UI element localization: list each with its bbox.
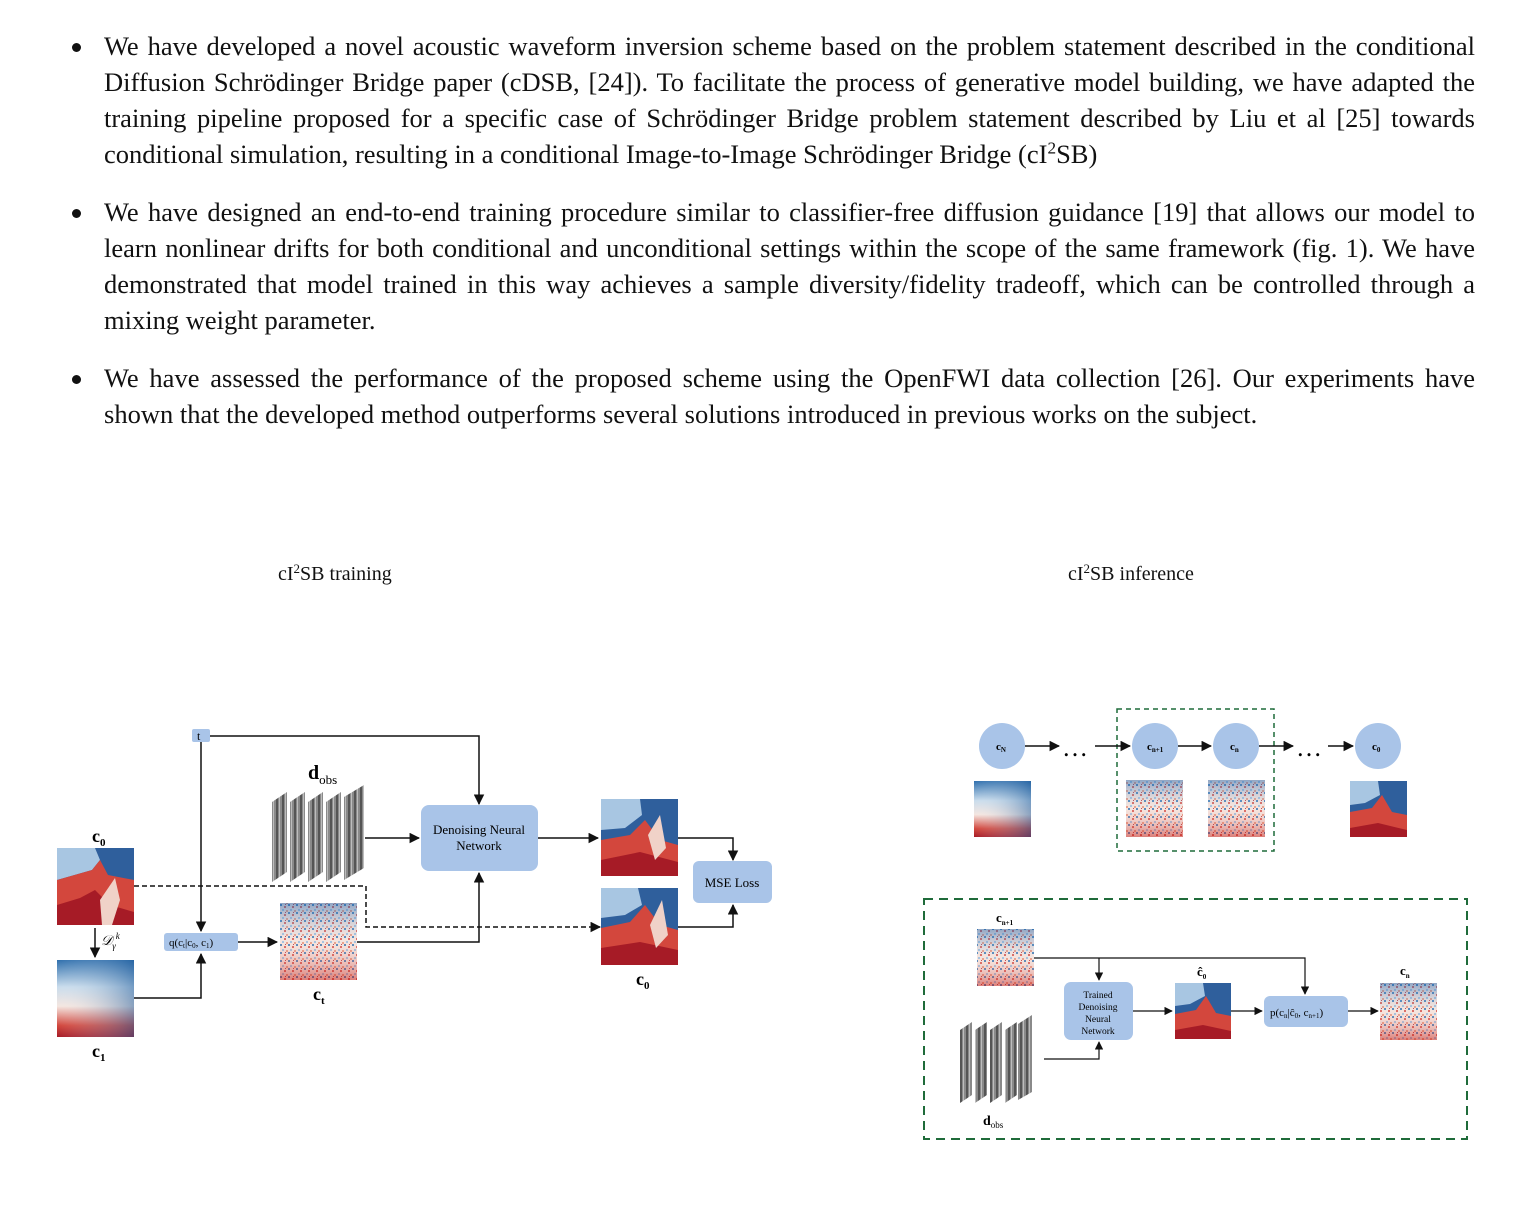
inference-d-obs-label: dobs bbox=[983, 1114, 1004, 1130]
trained-network-line: Trained bbox=[1083, 991, 1112, 1001]
c0hat-label: ĉ0 bbox=[1197, 964, 1207, 981]
bullet-item: We have designed an end-to-end training … bbox=[70, 194, 1475, 338]
svg-text:c0: c0 bbox=[1372, 741, 1381, 754]
highlight-dashed-box bbox=[1116, 708, 1275, 852]
c1-velocity-image bbox=[57, 960, 134, 1037]
c1-label: c1 bbox=[92, 1041, 106, 1064]
step-detail-dashed-box bbox=[923, 898, 1468, 1140]
cn1-noisy-image bbox=[977, 929, 1034, 986]
inference-title: cI2SB inference bbox=[1068, 560, 1194, 585]
svg-text:cn+1: cn+1 bbox=[1147, 741, 1164, 754]
t-to-network-line bbox=[210, 735, 485, 806]
trained-network-line: Neural bbox=[1085, 1015, 1111, 1025]
chain-dots: … bbox=[1296, 733, 1322, 762]
svg-text:cn: cn bbox=[1230, 741, 1239, 754]
chain-dots: … bbox=[1062, 733, 1088, 762]
c1-to-q-line bbox=[134, 952, 207, 999]
bullet-dot bbox=[72, 43, 81, 52]
cn-label: cn bbox=[1400, 963, 1410, 980]
d-gamma-label: 𝒟γk bbox=[101, 931, 121, 951]
inference-d-obs-stack bbox=[960, 1015, 1032, 1103]
t-label: t bbox=[197, 729, 201, 743]
chain-image-noisy-n bbox=[1208, 780, 1265, 837]
training-title: cI2SB training bbox=[278, 560, 392, 585]
ct-noisy-image bbox=[280, 903, 357, 980]
chain-image-smooth bbox=[974, 781, 1031, 837]
chain-node-cn1: cn+1 bbox=[1132, 723, 1178, 769]
c0-label-left: c0 bbox=[92, 826, 106, 849]
bullet-dot bbox=[72, 209, 81, 218]
p-label: p(cn|ĉ0, cn+1) bbox=[1270, 1007, 1323, 1020]
cn1-label: cn+1 bbox=[996, 910, 1014, 927]
dobs-to-network-line bbox=[1044, 1041, 1104, 1060]
bullet-item: We have assessed the performance of the … bbox=[70, 360, 1475, 432]
denoising-network-label-1: Denoising Neural bbox=[433, 822, 525, 837]
c0-to-q-line bbox=[134, 885, 602, 933]
prediction-to-mse-line bbox=[678, 837, 739, 862]
bullet-dot bbox=[72, 375, 81, 384]
bullet-text: We have designed an end-to-end training … bbox=[104, 197, 1475, 335]
d-obs-label: dobs bbox=[308, 762, 337, 787]
chain-image-noisy-n1 bbox=[1126, 780, 1183, 837]
chain-node-cN: cN bbox=[979, 723, 1025, 769]
target-c0-image bbox=[601, 888, 678, 965]
ct-label: ct bbox=[313, 984, 325, 1007]
chain-node-cn: cn bbox=[1213, 723, 1259, 769]
t-box bbox=[192, 729, 210, 742]
chain-node-c0: c0 bbox=[1355, 723, 1401, 769]
trained-network-line: Network bbox=[1081, 1027, 1114, 1037]
q-label: q(ct|c0, c1) bbox=[169, 937, 213, 950]
p-sampling-box bbox=[1264, 996, 1348, 1027]
target-to-mse-line bbox=[678, 903, 739, 928]
mse-loss-label: MSE Loss bbox=[705, 875, 760, 890]
contribution-list: We have developed a novel acoustic wavef… bbox=[70, 28, 1475, 454]
ct-to-network-line bbox=[357, 871, 485, 943]
d-obs-seismic-stack bbox=[272, 785, 364, 882]
c0-velocity-image bbox=[57, 848, 134, 925]
denoising-network-label-2: Network bbox=[456, 838, 502, 853]
predicted-c0-image bbox=[601, 799, 678, 876]
mse-loss-box bbox=[693, 861, 772, 903]
bullet-text: We have developed a novel acoustic wavef… bbox=[104, 31, 1475, 169]
bullet-item: We have developed a novel acoustic wavef… bbox=[70, 28, 1475, 172]
trained-network-box bbox=[1064, 982, 1133, 1040]
c0hat-image bbox=[1175, 983, 1231, 1039]
cn1-to-p-line bbox=[1034, 957, 1310, 995]
q-sampling-box bbox=[164, 933, 238, 951]
svg-text:cN: cN bbox=[996, 741, 1006, 754]
bullet-text: We have assessed the performance of the … bbox=[104, 363, 1475, 429]
trained-network-line: Denoising bbox=[1078, 1003, 1117, 1013]
c0-label-right: c0 bbox=[636, 969, 650, 992]
denoising-network-box bbox=[421, 805, 538, 871]
chain-image-final bbox=[1350, 781, 1407, 837]
cn-noisy-image bbox=[1380, 983, 1437, 1040]
